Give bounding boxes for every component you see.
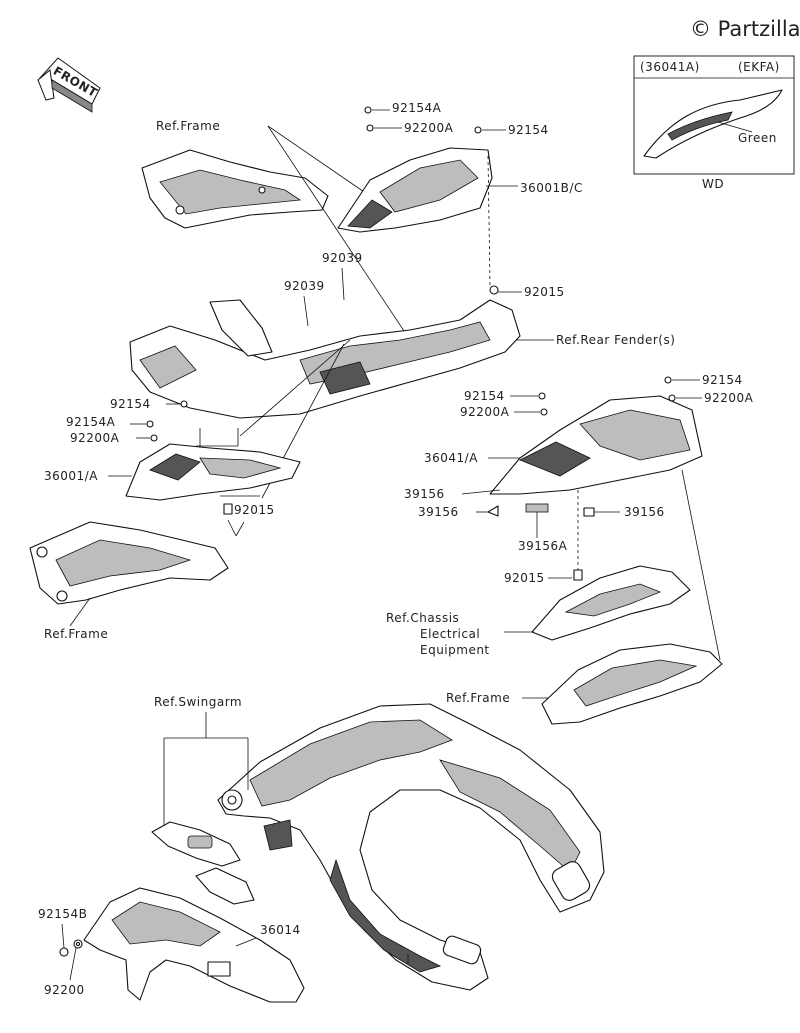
label-39156-a: 39156 <box>404 487 445 501</box>
swingarm <box>217 703 605 991</box>
label-92154-top: 92154 <box>508 123 549 137</box>
front-arrow-icon: FRONT <box>37 57 101 113</box>
label-ref-frame-top: Ref.Frame <box>156 119 220 133</box>
label-92154A-left: 92154A <box>66 415 116 429</box>
label-92154-left: 92154 <box>110 397 151 411</box>
label-92015-mid: 92015 <box>504 571 545 585</box>
label-92154-right: 92154 <box>702 373 743 387</box>
label-92200A-left: 92200A <box>70 431 120 445</box>
label-92015-left: 92015 <box>234 503 275 517</box>
inset-model-label: WD <box>702 177 724 191</box>
label-ref-frame-left: Ref.Frame <box>44 627 108 641</box>
label-ref-chassis-3: Equipment <box>420 643 490 657</box>
label-ref-chassis-1: Ref.Chassis <box>386 611 459 625</box>
label-92154A-top: 92154A <box>392 101 442 115</box>
label-92200A-mid: 92200A <box>460 405 510 419</box>
seat-cowl-upper <box>337 147 493 233</box>
label-92015-top: 92015 <box>524 285 565 299</box>
frame-upper-left <box>141 149 329 229</box>
label-ref-chassis-2: Electrical <box>420 627 480 641</box>
label-ref-frame-right: Ref.Frame <box>446 691 510 705</box>
seat-cowl-right <box>489 395 703 495</box>
frame-lower-left <box>29 521 229 605</box>
label-36001A: 36001/A <box>44 469 98 483</box>
label-36041A: 36041/A <box>424 451 478 465</box>
inset-seat-cowl <box>643 89 783 159</box>
label-92039-b: 92039 <box>284 279 325 293</box>
inset-color-label: Green <box>738 131 777 145</box>
rear-fender-subframe <box>129 285 521 419</box>
inset-right-code: (EKFA) <box>738 60 780 74</box>
label-92200A-right: 92200A <box>704 391 754 405</box>
electrical-tray <box>531 565 691 641</box>
label-92039-a: 92039 <box>322 251 363 265</box>
seat-cowl-left <box>125 443 301 501</box>
label-39156A: 39156A <box>518 539 568 553</box>
label-92200: 92200 <box>44 983 85 997</box>
watermark-text: © Partzilla <box>690 17 800 41</box>
label-39156-b: 39156 <box>418 505 459 519</box>
label-36014: 36014 <box>260 923 301 937</box>
label-92200A-top: 92200A <box>404 121 454 135</box>
label-92154B: 92154B <box>38 907 87 921</box>
label-36001BC: 36001B/C <box>520 181 583 195</box>
inset-box: (36041A) (EKFA) Green WD <box>633 55 795 191</box>
label-92154-mid: 92154 <box>464 389 505 403</box>
frame-lower-right <box>541 643 723 725</box>
label-ref-swingarm: Ref.Swingarm <box>154 695 242 709</box>
chain-guard-small <box>151 819 293 905</box>
inset-left-code: (36041A) <box>640 60 700 74</box>
label-39156-c: 39156 <box>624 505 665 519</box>
chain-guard-36014 <box>83 887 305 1003</box>
label-ref-rear-fender: Ref.Rear Fender(s) <box>556 333 675 347</box>
